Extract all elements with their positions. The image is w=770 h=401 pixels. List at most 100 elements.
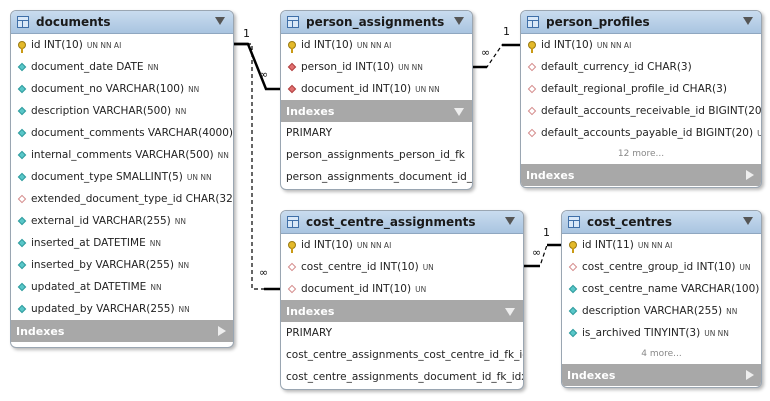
- column-text: default_regional_profile_id CHAR(3): [541, 83, 727, 95]
- column-row[interactable]: default_regional_profile_id CHAR(3): [521, 78, 761, 100]
- column-row[interactable]: external_id VARCHAR(255)NN: [11, 210, 233, 232]
- column-row[interactable]: document_no VARCHAR(100)NN: [11, 78, 233, 100]
- collapse-icon[interactable]: [743, 17, 753, 25]
- index-row[interactable]: person_assignments_document_id_fk: [286, 171, 473, 183]
- collapse-icon[interactable]: [454, 17, 464, 25]
- column-text: id INT(10): [541, 39, 593, 51]
- column-text: inserted_by VARCHAR(255): [31, 259, 174, 271]
- indexes-bar[interactable]: Indexes: [281, 100, 472, 122]
- column-row[interactable]: person_id INT(10)UN NN: [281, 56, 472, 78]
- column-flags: UN NN AI: [596, 40, 632, 50]
- nullable-column-icon: [286, 262, 297, 273]
- column-list: id INT(10)UN NN AI default_currency_id CH…: [521, 34, 761, 144]
- indexes-bar[interactable]: Indexes: [281, 300, 523, 322]
- index-row[interactable]: cost_centre_assignments_cost_centre_id_f…: [286, 349, 524, 361]
- column-row[interactable]: description VARCHAR(255)NN: [562, 300, 761, 322]
- index-row[interactable]: cost_centre_assignments_document_id_fk_i…: [286, 371, 524, 383]
- column-row[interactable]: document_comments VARCHAR(4000)NN: [11, 122, 233, 144]
- column-row[interactable]: id INT(10)UN NN AI: [11, 34, 233, 56]
- column-text: inserted_at DATETIME: [31, 237, 146, 249]
- primary-key-icon: [16, 40, 27, 53]
- expand-indexes-icon[interactable]: [746, 370, 754, 380]
- collapse-indexes-icon[interactable]: [454, 108, 464, 116]
- column-text: default_currency_id CHAR(3): [541, 61, 692, 73]
- column-text: id INT(11): [582, 239, 634, 251]
- column-icon: [16, 128, 27, 139]
- rel-person-assignments-person-profiles: [471, 44, 521, 68]
- table-icon: [527, 16, 539, 28]
- column-row[interactable]: inserted_by VARCHAR(255)NN: [11, 254, 233, 276]
- column-row[interactable]: id INT(10)UN NN AI: [521, 34, 761, 56]
- column-row[interactable]: updated_by VARCHAR(255)NN: [11, 298, 233, 320]
- column-flags: UN NN AI: [356, 40, 392, 50]
- indexes-label: Indexes: [16, 324, 65, 338]
- primary-key-icon: [286, 240, 297, 253]
- column-icon: [16, 150, 27, 161]
- column-flags: UN NN: [186, 172, 212, 182]
- column-icon: [16, 172, 27, 183]
- column-text: document_id INT(10): [301, 283, 412, 295]
- table-title: person_assignments: [306, 15, 445, 29]
- column-text: document_date DATE: [31, 61, 144, 73]
- column-text: is_archived TINYINT(3): [582, 327, 701, 339]
- table-header[interactable]: person_profiles: [521, 11, 761, 34]
- column-row[interactable]: is_archived TINYINT(3)UN NN: [562, 322, 761, 344]
- column-row[interactable]: description VARCHAR(500)NN: [11, 100, 233, 122]
- column-row[interactable]: default_currency_id CHAR(3): [521, 56, 761, 78]
- more-columns-link[interactable]: 4 more...: [641, 349, 682, 359]
- indexes-bar[interactable]: Indexes: [562, 364, 761, 386]
- column-row[interactable]: cost_centre_id INT(10)UN: [281, 256, 523, 278]
- foreign-key-icon: [286, 84, 297, 95]
- nullable-column-icon: [526, 106, 537, 117]
- collapse-icon[interactable]: [743, 217, 753, 225]
- index-row[interactable]: person_assignments_person_id_fk: [286, 149, 465, 161]
- table-header[interactable]: person_assignments: [281, 11, 472, 34]
- table-header[interactable]: cost_centres: [562, 211, 761, 234]
- table-person-profiles[interactable]: person_profiles id INT(10)UN NN AI defaul…: [520, 10, 762, 188]
- cardinality-many-person-assignments: ∞: [259, 68, 269, 81]
- collapse-icon[interactable]: [505, 217, 515, 225]
- table-cost-centre-assignments[interactable]: cost_centre_assignments id INT(10)UN NN …: [280, 210, 524, 390]
- cardinality-one-documents: 1: [243, 27, 250, 40]
- rel-cost-centre-assignments-cost-centres: [522, 244, 562, 267]
- column-text: document_no VARCHAR(100): [31, 83, 185, 95]
- expand-indexes-icon[interactable]: [218, 326, 226, 336]
- index-row[interactable]: PRIMARY: [286, 327, 333, 339]
- column-row[interactable]: cost_centre_name VARCHAR(100): [562, 278, 761, 300]
- column-row[interactable]: id INT(10)UN NN AI: [281, 234, 523, 256]
- column-row[interactable]: cost_centre_group_id INT(10)UN: [562, 256, 761, 278]
- collapse-indexes-icon[interactable]: [505, 308, 515, 316]
- collapse-icon[interactable]: [215, 17, 225, 25]
- table-header[interactable]: cost_centre_assignments: [281, 211, 523, 234]
- column-text: internal_comments VARCHAR(500): [31, 149, 214, 161]
- column-row[interactable]: document_type SMALLINT(5)UN NN: [11, 166, 233, 188]
- column-text: document_comments VARCHAR(4000): [31, 127, 234, 139]
- column-row[interactable]: id INT(10)UN NN AI: [281, 34, 472, 56]
- index-row[interactable]: PRIMARY: [286, 127, 333, 139]
- indexes-bar[interactable]: Indexes: [521, 164, 761, 186]
- expand-indexes-icon[interactable]: [746, 170, 754, 180]
- column-row[interactable]: document_id INT(10)UN NN: [281, 78, 472, 100]
- column-flags: UN NN: [415, 84, 440, 94]
- table-title: cost_centre_assignments: [306, 215, 476, 229]
- column-row[interactable]: document_id INT(10)UN: [281, 278, 523, 300]
- column-row[interactable]: internal_comments VARCHAR(500)NN: [11, 144, 233, 166]
- table-title: documents: [36, 15, 111, 29]
- indexes-bar[interactable]: Indexes: [11, 320, 233, 342]
- column-row[interactable]: id INT(11)UN NN AI: [562, 234, 761, 256]
- cardinality-many-cost-centres-link: ∞: [532, 246, 542, 259]
- column-row[interactable]: extended_document_type_id CHAR(32): [11, 188, 233, 210]
- table-header[interactable]: documents: [11, 11, 233, 34]
- nullable-column-icon: [526, 84, 537, 95]
- column-row[interactable]: default_accounts_payable_id BIGINT(20)UN: [521, 122, 761, 144]
- column-row[interactable]: default_accounts_receivable_id BIGINT(20…: [521, 100, 761, 122]
- more-columns-link[interactable]: 12 more...: [617, 149, 665, 159]
- indexes-label: Indexes: [286, 304, 335, 318]
